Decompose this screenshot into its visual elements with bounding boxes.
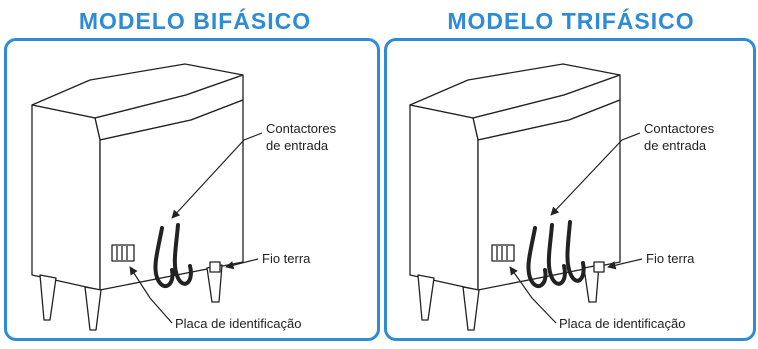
wires-bifasico [153,223,193,289]
title-trifasico: MODELO TRIFÁSICO [447,8,695,34]
input-wire [172,223,193,286]
label-plate: Placa de identificação [559,316,686,331]
callouts-trifasico [509,132,643,324]
ground-terminal [593,261,605,273]
plate-pointer [129,266,173,324]
label-contactors: Contactores de entrada [644,120,714,154]
input-wire [546,223,567,286]
label-ground: Fio terra [646,251,695,266]
ground-pointer [607,258,643,270]
wires-trifasico [526,220,586,289]
heater-side [31,104,101,291]
identification-plate [491,244,515,262]
heater-front [99,99,244,291]
input-wire [526,226,548,289]
contactors-pointer [171,132,263,219]
label-contactors-line2: de entrada [644,138,707,153]
callouts-bifasico [129,132,263,324]
label-contactors-line1: Contactores [644,121,715,136]
heater-leg [462,286,480,331]
label-contactors-line1: Contactores [266,121,337,136]
identification-plate [111,244,135,262]
heater-leg [84,286,102,331]
label-contactors: Contactores de entrada [266,120,336,154]
input-wire [565,220,586,283]
heater-side [409,104,479,291]
label-ground: Fio terra [262,251,311,266]
label-contactors-line2: de entrada [266,138,329,153]
title-bifasico: MODELO BIFÁSICO [78,8,312,34]
heater-bifasico [31,63,244,331]
heater-front [477,99,621,291]
ground-pointer [225,258,259,270]
contactors-pointer [550,132,641,216]
label-plate: Placa de identificação [175,316,302,331]
input-wire [153,226,175,289]
heater-trifasico [409,63,621,331]
plate-pointer [509,266,557,324]
ground-terminal [209,261,221,273]
heater-leg [417,274,435,321]
heater-leg [39,274,57,321]
